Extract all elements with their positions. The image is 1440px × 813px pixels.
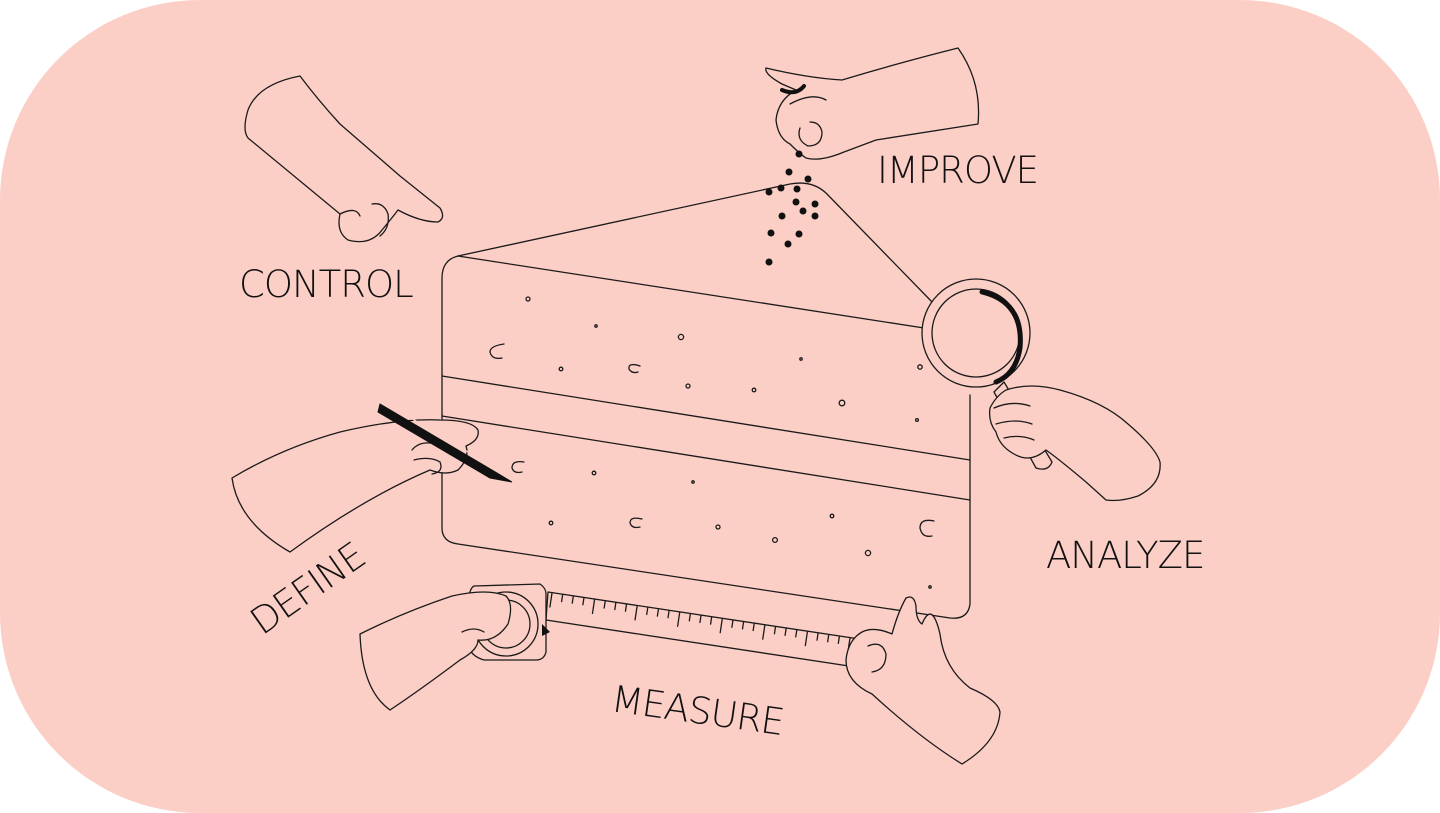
tape-tick: [773, 626, 777, 635]
tape-tick: [741, 621, 745, 630]
tape-tick: [571, 595, 574, 604]
control-label: CONTROL: [239, 263, 413, 306]
tape-tick: [827, 634, 830, 643]
tape-tick: [795, 629, 798, 638]
tape-tick: [549, 592, 553, 608]
tape-tick: [762, 624, 766, 640]
tape-tick: [731, 619, 734, 628]
magnifier-hand-icon: [921, 278, 1161, 502]
tape-measure-icon: [359, 583, 1001, 765]
tape-tick: [752, 622, 755, 632]
tape-tick: [709, 616, 713, 625]
pencil-hand-icon: [231, 401, 513, 553]
cake-slice-icon: [441, 182, 971, 619]
tape-tick: [667, 610, 670, 619]
tape-tick: [688, 613, 692, 622]
improve-label: IMPROVE: [877, 149, 1038, 192]
sprinkling-hand-icon: [765, 47, 980, 160]
tape-tick: [582, 597, 585, 606]
tape-tick: [614, 601, 617, 611]
tape-tick: [656, 608, 660, 617]
pointing-hand-icon: [244, 75, 444, 243]
analyze-label: ANALYZE: [1046, 534, 1204, 577]
tape-tick: [784, 627, 787, 637]
tape-tick: [676, 611, 681, 627]
tape-tick: [591, 598, 596, 615]
tape-tick: [603, 600, 606, 609]
tape-tick: [837, 635, 841, 645]
tape-tick: [699, 614, 702, 624]
sprinkles: [765, 168, 819, 266]
tape-tick: [560, 593, 564, 603]
tape-tick: [804, 630, 809, 647]
tape-tick: [634, 605, 638, 621]
tape-tick: [719, 618, 723, 634]
tape-tick: [624, 603, 628, 612]
tape-tick: [816, 632, 819, 641]
tape-tick: [646, 606, 649, 616]
